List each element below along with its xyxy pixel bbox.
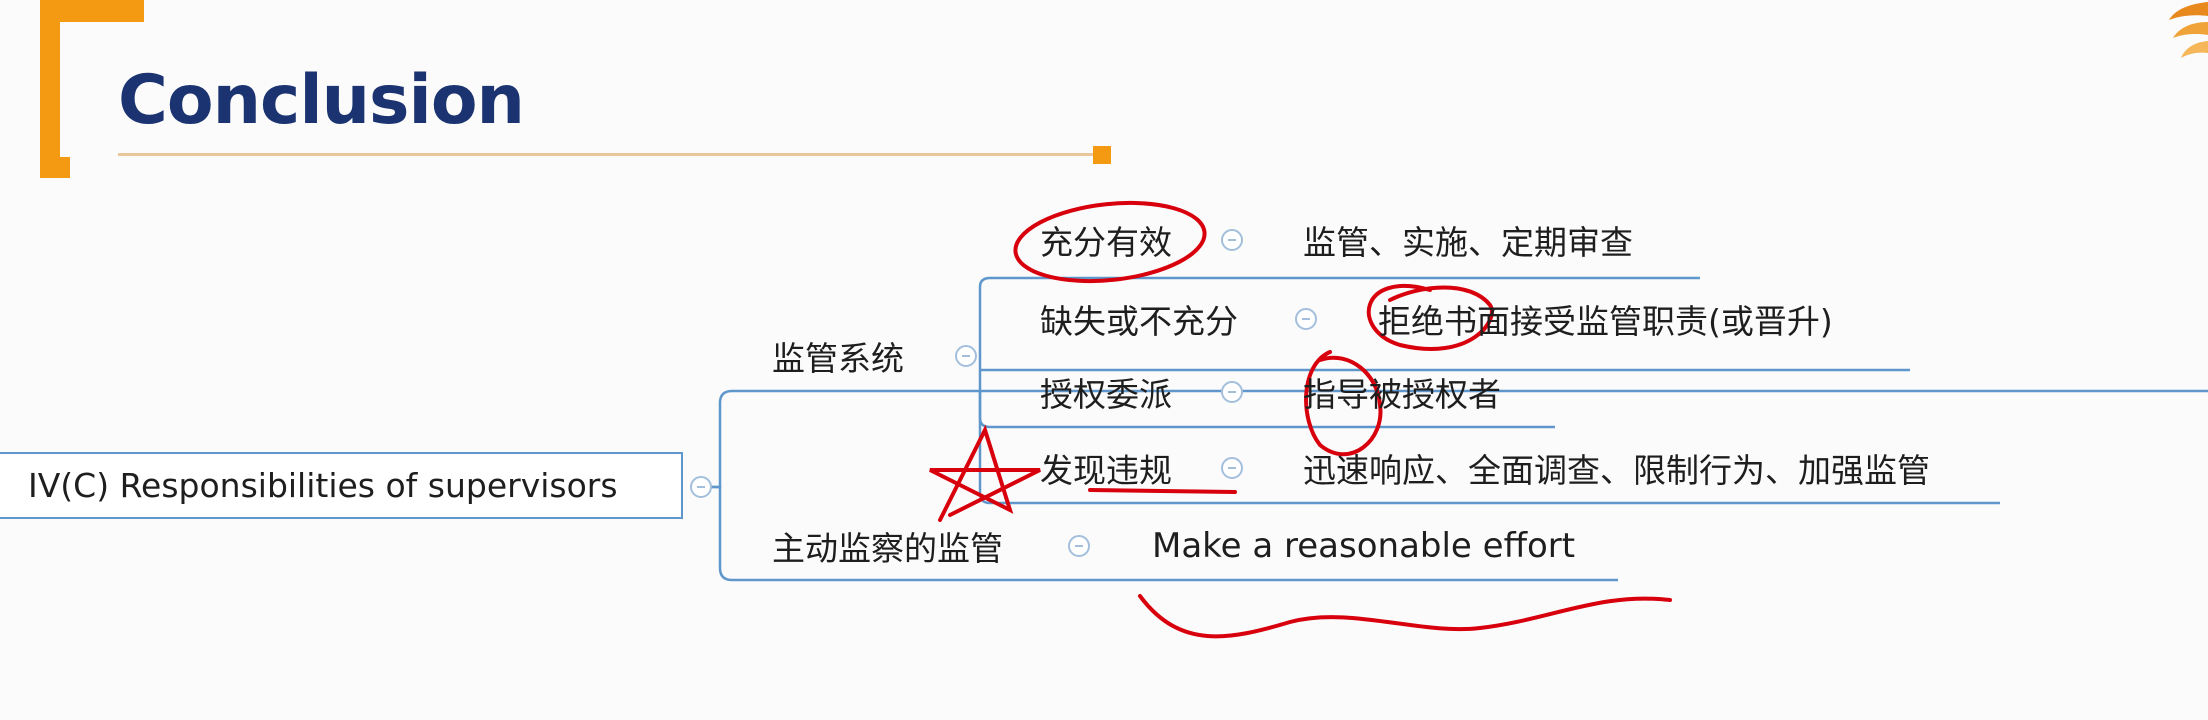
collapse-icon[interactable]	[1295, 308, 1317, 330]
node-detail[interactable]: 监管、实施、定期审查	[1303, 223, 1633, 262]
hand-annotations	[929, 200, 1672, 639]
connector-child1	[978, 276, 1700, 391]
connector-root-branch1	[705, 389, 2208, 489]
node-detail[interactable]: 拒绝书面接受监管职责(或晋升)	[1378, 302, 1833, 341]
branch-label-supervision-system[interactable]: 监管系统	[772, 339, 904, 378]
title-bracket-top	[40, 0, 144, 22]
title-bracket-bottom	[40, 157, 70, 178]
node-label[interactable]: 发现违规	[1040, 451, 1172, 490]
collapse-icon[interactable]	[955, 345, 977, 367]
collapse-icon[interactable]	[690, 476, 712, 498]
annotation-underline-2	[1138, 594, 1672, 639]
annotation-circle-3	[1304, 350, 1383, 457]
node-label[interactable]: 缺失或不充分	[1040, 302, 1238, 341]
branch-label-active-monitoring[interactable]: 主动监察的监管	[772, 529, 1003, 568]
node-label[interactable]: 充分有效	[1040, 223, 1172, 262]
logo-icon	[2169, 2, 2208, 58]
node-label[interactable]: 授权委派	[1040, 375, 1172, 414]
root-node[interactable]	[0, 452, 683, 519]
collapse-icon[interactable]	[1221, 457, 1243, 479]
annotation-circle-1	[1013, 200, 1207, 284]
annotation-star	[929, 424, 1041, 522]
node-detail[interactable]: Make a reasonable effort	[1152, 526, 1576, 566]
node-detail[interactable]: 指导被授权者	[1303, 375, 1501, 414]
root-node-label: IV(C) Responsibilities of supervisors	[28, 466, 618, 505]
annotation-circle-2	[1366, 283, 1494, 351]
connector-root-branch2	[705, 485, 1618, 582]
node-detail[interactable]: 迅速响应、全面调查、限制行为、加强监管	[1303, 451, 1930, 490]
annotation-underline-1	[1088, 488, 1237, 494]
collapse-icon[interactable]	[1221, 229, 1243, 251]
slide-title: Conclusion	[118, 61, 525, 140]
title-bracket-notch	[60, 22, 144, 157]
title-underline-dot	[1093, 146, 1111, 164]
collapse-icon[interactable]	[1068, 535, 1090, 557]
title-underline	[118, 153, 1093, 156]
collapse-icon[interactable]	[1221, 381, 1243, 403]
